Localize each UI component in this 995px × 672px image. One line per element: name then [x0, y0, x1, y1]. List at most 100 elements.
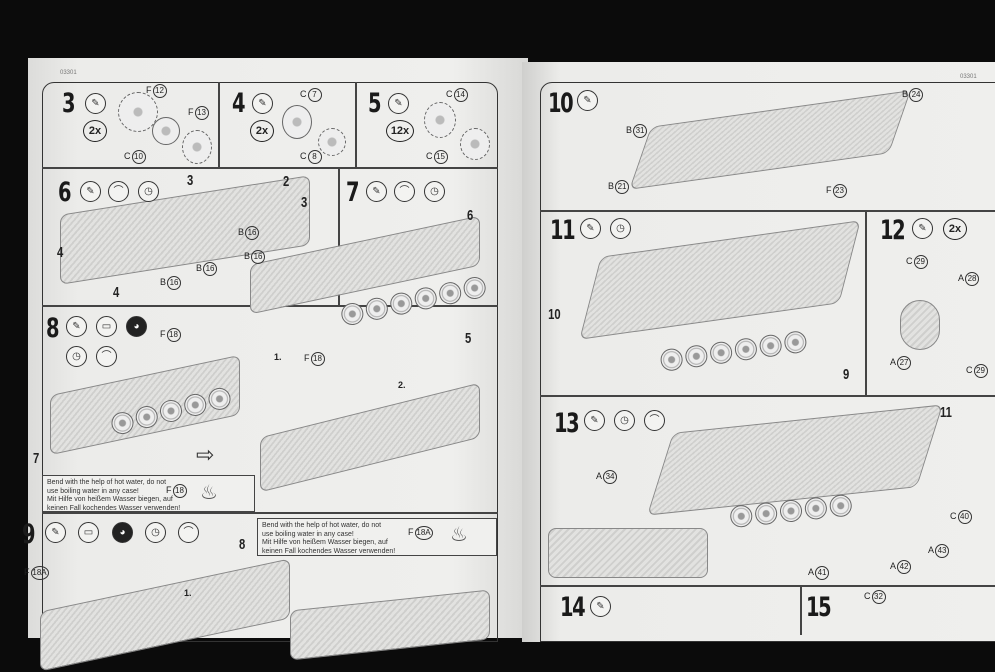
note-line: keinen Fall kochendes Wasser verwenden!	[47, 504, 181, 512]
wheel-drawing	[318, 128, 346, 156]
cement-icon: ✎	[912, 218, 933, 239]
divider	[338, 167, 340, 305]
cement-icon: ✎	[85, 93, 106, 114]
step-number: 14	[560, 592, 586, 623]
divider	[540, 210, 995, 212]
part-number: 14	[453, 88, 468, 102]
hot-water-note: Bend with the help of hot water, do not …	[42, 475, 255, 512]
clock-icon: ◷	[614, 410, 635, 431]
part-letter: B	[902, 89, 909, 99]
step-number: 6	[58, 177, 72, 208]
part-letter: B	[238, 227, 245, 237]
part-letter: A	[596, 471, 603, 481]
clock-icon: ◷	[138, 181, 159, 202]
drum-drawing	[900, 300, 940, 350]
divider	[218, 82, 220, 167]
step-order: 1.	[274, 352, 282, 362]
page-code: 03301	[960, 74, 977, 80]
hub-drawing	[152, 117, 180, 145]
part-number: 18	[172, 484, 187, 498]
road-wheel-drawing	[460, 128, 490, 160]
part-number: 16	[203, 262, 218, 276]
callout: 2	[283, 173, 290, 190]
wheel-drawing	[282, 105, 312, 139]
divider	[865, 210, 867, 395]
part-number: 41	[815, 566, 830, 580]
part-letter: F	[826, 185, 832, 195]
part-letter: F	[304, 353, 310, 363]
note-line: Mit Hilfe von heißem Wasser biegen, auf	[47, 496, 173, 503]
road-wheel-drawing	[424, 102, 456, 138]
part-number: 13	[194, 106, 209, 120]
step-number: 15	[806, 592, 832, 623]
note-line: Mit Hilfe von heißem Wasser biegen, auf	[262, 539, 388, 546]
part-number: 23	[832, 184, 847, 198]
part-letter: C	[864, 591, 871, 601]
part-number: 43	[935, 544, 950, 558]
part-number: 10	[131, 150, 146, 164]
page-code: 03301	[60, 70, 77, 76]
part-letter: B	[626, 125, 633, 135]
arrow-right-icon: ⇨	[196, 442, 215, 467]
note-line: keinen Fall kochendes Wasser verwenden!	[262, 547, 396, 555]
part-number: 18A	[414, 526, 433, 540]
part-number: 40	[957, 510, 972, 524]
part-number: 12	[152, 84, 167, 98]
step-order: 2.	[398, 380, 406, 390]
callout: 5	[465, 330, 472, 347]
note-line: use boiling water in any case!	[262, 530, 354, 538]
clock-icon: ◷	[424, 181, 445, 202]
cement-icon: ✎	[366, 181, 387, 202]
sand-icon: ⌒	[108, 181, 129, 202]
sand-icon: ⌒	[644, 410, 665, 431]
quantity-badge: 2x	[943, 218, 967, 240]
divider	[540, 585, 995, 587]
part-letter: C	[446, 89, 453, 99]
sprocket-drawing	[118, 92, 158, 132]
part-number: 29	[973, 364, 988, 378]
step-number: 9	[22, 519, 36, 550]
divider	[800, 585, 802, 635]
callout: 7	[33, 450, 40, 467]
cement-icon: ✎	[590, 596, 611, 617]
clock-icon: ◷	[66, 346, 87, 367]
part-letter: C	[950, 511, 957, 521]
part-letter: C	[906, 256, 913, 266]
cement-icon: ✎	[66, 316, 87, 337]
part-number: 16	[245, 226, 260, 240]
note-line: use boiling water in any case!	[47, 487, 139, 495]
cement-icon: ✎	[580, 218, 601, 239]
step-number: 7	[346, 177, 360, 208]
cement-icon: ✎	[80, 181, 101, 202]
part-number: 24	[909, 88, 924, 102]
clock-icon: ◷	[145, 522, 166, 543]
step-number: 10	[548, 88, 574, 119]
part-number: 31	[633, 124, 648, 138]
step-number: 11	[550, 215, 576, 246]
step-number: 12	[880, 215, 906, 246]
clock-icon: ◷	[610, 218, 631, 239]
part-letter: B	[244, 251, 251, 261]
part-letter: C	[124, 151, 131, 161]
part-letter: F	[188, 107, 194, 117]
part-letter: C	[966, 365, 973, 375]
callout: 11	[939, 404, 952, 421]
part-letter: A	[958, 273, 965, 283]
part-letter: B	[160, 277, 167, 287]
part-letter: A	[890, 357, 897, 367]
part-letter: C	[426, 151, 433, 161]
step-number: 13	[554, 408, 580, 439]
paint-icon: ▭	[78, 522, 99, 543]
part-letter: A	[808, 567, 815, 577]
cement-icon: ✎	[45, 522, 66, 543]
callout: 4	[113, 284, 120, 301]
part-letter: C	[300, 151, 307, 161]
callout: 3	[301, 194, 308, 211]
part-letter: F	[408, 527, 414, 537]
part-letter: A	[890, 561, 897, 571]
part-number: 8	[307, 150, 322, 164]
decal-icon: ◕	[126, 316, 147, 337]
part-number: 21	[615, 180, 630, 194]
part-letter: F	[146, 85, 152, 95]
sand-icon: ⌒	[178, 522, 199, 543]
